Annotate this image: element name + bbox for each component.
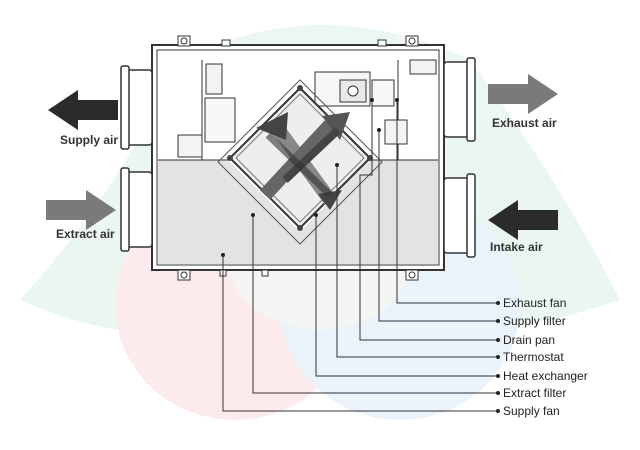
supply-air-arrow bbox=[48, 90, 118, 130]
exhaust-air-arrow bbox=[488, 74, 558, 114]
label-exhaust-fan: Exhaust fan bbox=[503, 296, 566, 310]
label-supply-filter: Supply filter bbox=[503, 314, 566, 328]
label-extract-filter: Extract filter bbox=[503, 386, 566, 400]
extract-air-label: Extract air bbox=[56, 227, 115, 241]
exhaust-air-label: Exhaust air bbox=[492, 116, 557, 130]
extract-air-arrow bbox=[46, 190, 116, 230]
label-heat-exchanger: Heat exchanger bbox=[503, 369, 588, 383]
leader-dots bbox=[221, 98, 500, 413]
label-drain-pan: Drain pan bbox=[503, 333, 555, 347]
duct-connections bbox=[120, 57, 476, 258]
component-legend: Exhaust fan Supply filter Drain pan Ther… bbox=[503, 296, 588, 418]
heat-exchanger-core bbox=[217, 79, 383, 245]
label-supply-fan: Supply fan bbox=[503, 404, 560, 418]
supply-air-label: Supply air bbox=[60, 133, 118, 147]
intake-air-label: Intake air bbox=[490, 240, 543, 254]
leader-lines bbox=[222, 100, 496, 412]
label-thermostat: Thermostat bbox=[503, 350, 564, 364]
intake-air-arrow bbox=[488, 200, 558, 240]
crossflow-arrows bbox=[256, 112, 350, 210]
